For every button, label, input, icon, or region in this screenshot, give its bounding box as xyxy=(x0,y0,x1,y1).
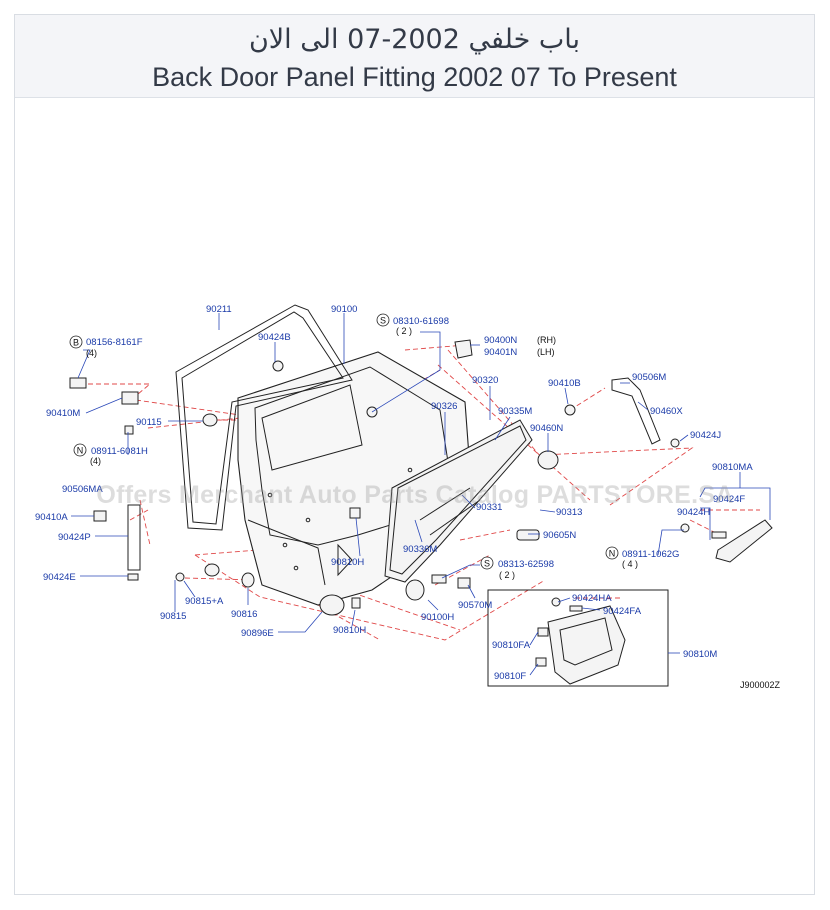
label-90424e: 90424E xyxy=(43,572,76,583)
label-90410a: 90410A xyxy=(35,512,68,523)
label-90335m: 90335M xyxy=(498,406,532,417)
callout-s-2 xyxy=(480,556,494,570)
callout-circles: B N N S S xyxy=(69,313,619,570)
label-90331: 90331 xyxy=(476,502,502,513)
label-90211: 90211 xyxy=(206,304,232,315)
callout-n-2-letter: N xyxy=(609,549,616,559)
label-90605n: 90605N xyxy=(543,530,576,541)
label-90570m: 90570M xyxy=(458,600,492,611)
label-90313: 90313 xyxy=(556,507,582,518)
callout-b xyxy=(69,335,83,349)
licence-plate-garnish xyxy=(487,589,669,687)
label-90810h-a: 90810H xyxy=(331,557,364,568)
catalog-frame: باب خلفي 2002-07 الى الان Back Door Pane… xyxy=(14,14,815,895)
label-90506m: 90506M xyxy=(632,372,666,383)
watermark-text: Offers Merchant Auto Parts Catalog PARTS… xyxy=(96,481,734,509)
callout-s-1-letter: S xyxy=(380,316,386,326)
label-08911-1062g-qty: ( 4 ) xyxy=(622,559,638,569)
label-90336m: 90336M xyxy=(403,544,437,555)
label-08911-6081h-qty: (4) xyxy=(90,456,101,466)
label-08911-1062g: 08911-1062G xyxy=(622,549,679,560)
label-08313-qty: ( 2 ) xyxy=(499,570,515,580)
weatherstrip-90211 xyxy=(175,304,353,531)
label-90100: 90100 xyxy=(331,304,357,315)
label-90424fa: 90424FA xyxy=(603,606,642,617)
page-title-arabic: باب خلفي 2002-07 الى الان xyxy=(248,24,581,55)
label-90401n: 90401N xyxy=(484,347,517,358)
label-90100h: 90100H xyxy=(421,612,454,623)
label-lh: (LH) xyxy=(537,347,555,357)
label-90424j: 90424J xyxy=(690,430,721,441)
label-08911-6081h: 08911-6081H xyxy=(91,446,148,457)
label-90424b: 90424B xyxy=(258,332,291,343)
label-90810ma: 90810MA xyxy=(712,462,753,473)
label-90424h: 90424H xyxy=(677,507,710,518)
label-90816: 90816 xyxy=(231,609,257,620)
callout-b-letter: B xyxy=(73,338,79,348)
label-90810m: 90810M xyxy=(683,649,717,660)
label-90400n: 90400N xyxy=(484,335,517,346)
label-90424p: 90424P xyxy=(58,532,91,543)
label-08313-62598: 08313-62598 xyxy=(498,559,554,570)
label-90424ha: 90424HA xyxy=(572,593,612,604)
label-08310-qty: ( 2 ) xyxy=(396,326,412,336)
small-hardware xyxy=(69,339,727,667)
label-90326: 90326 xyxy=(431,401,457,412)
part-labels: 90211 90100 08310-61698 ( 2 ) 90400N 904… xyxy=(35,304,781,690)
label-90320: 90320 xyxy=(472,375,498,386)
label-08156-qty: (4) xyxy=(86,348,97,358)
label-rh: (RH) xyxy=(537,335,556,345)
label-90506ma: 90506MA xyxy=(62,484,103,495)
label-90815: 90815 xyxy=(160,611,186,622)
label-90424f: 90424F xyxy=(713,494,745,505)
label-90896e: 90896E xyxy=(241,628,274,639)
label-90460x: 90460X xyxy=(650,406,683,417)
label-90815a: 90815+A xyxy=(185,596,224,607)
label-08156-8161f: 08156-8161F xyxy=(86,337,143,348)
diagram-code: J900002Z xyxy=(740,680,781,690)
callout-s-1 xyxy=(376,313,390,327)
callout-n-1 xyxy=(73,443,87,457)
garnish-90810ma xyxy=(715,519,773,563)
label-08310-61698: 08310-61698 xyxy=(393,316,449,327)
label-90410b: 90410B xyxy=(548,378,581,389)
label-90810f: 90810F xyxy=(494,671,526,682)
callout-n-2 xyxy=(605,546,619,560)
page-header: باب خلفي 2002-07 الى الان Back Door Pane… xyxy=(15,15,814,98)
callout-n-1-letter: N xyxy=(77,446,84,456)
label-90810h-b: 90810H xyxy=(333,625,366,636)
leader-lines xyxy=(71,313,771,676)
label-90115: 90115 xyxy=(136,417,162,428)
page-title-english: Back Door Panel Fitting 2002 07 To Prese… xyxy=(152,62,677,92)
label-90810fa: 90810FA xyxy=(492,640,531,651)
label-90410m: 90410M xyxy=(46,408,80,419)
callout-s-2-letter: S xyxy=(484,559,490,569)
label-90460n: 90460N xyxy=(530,423,563,434)
